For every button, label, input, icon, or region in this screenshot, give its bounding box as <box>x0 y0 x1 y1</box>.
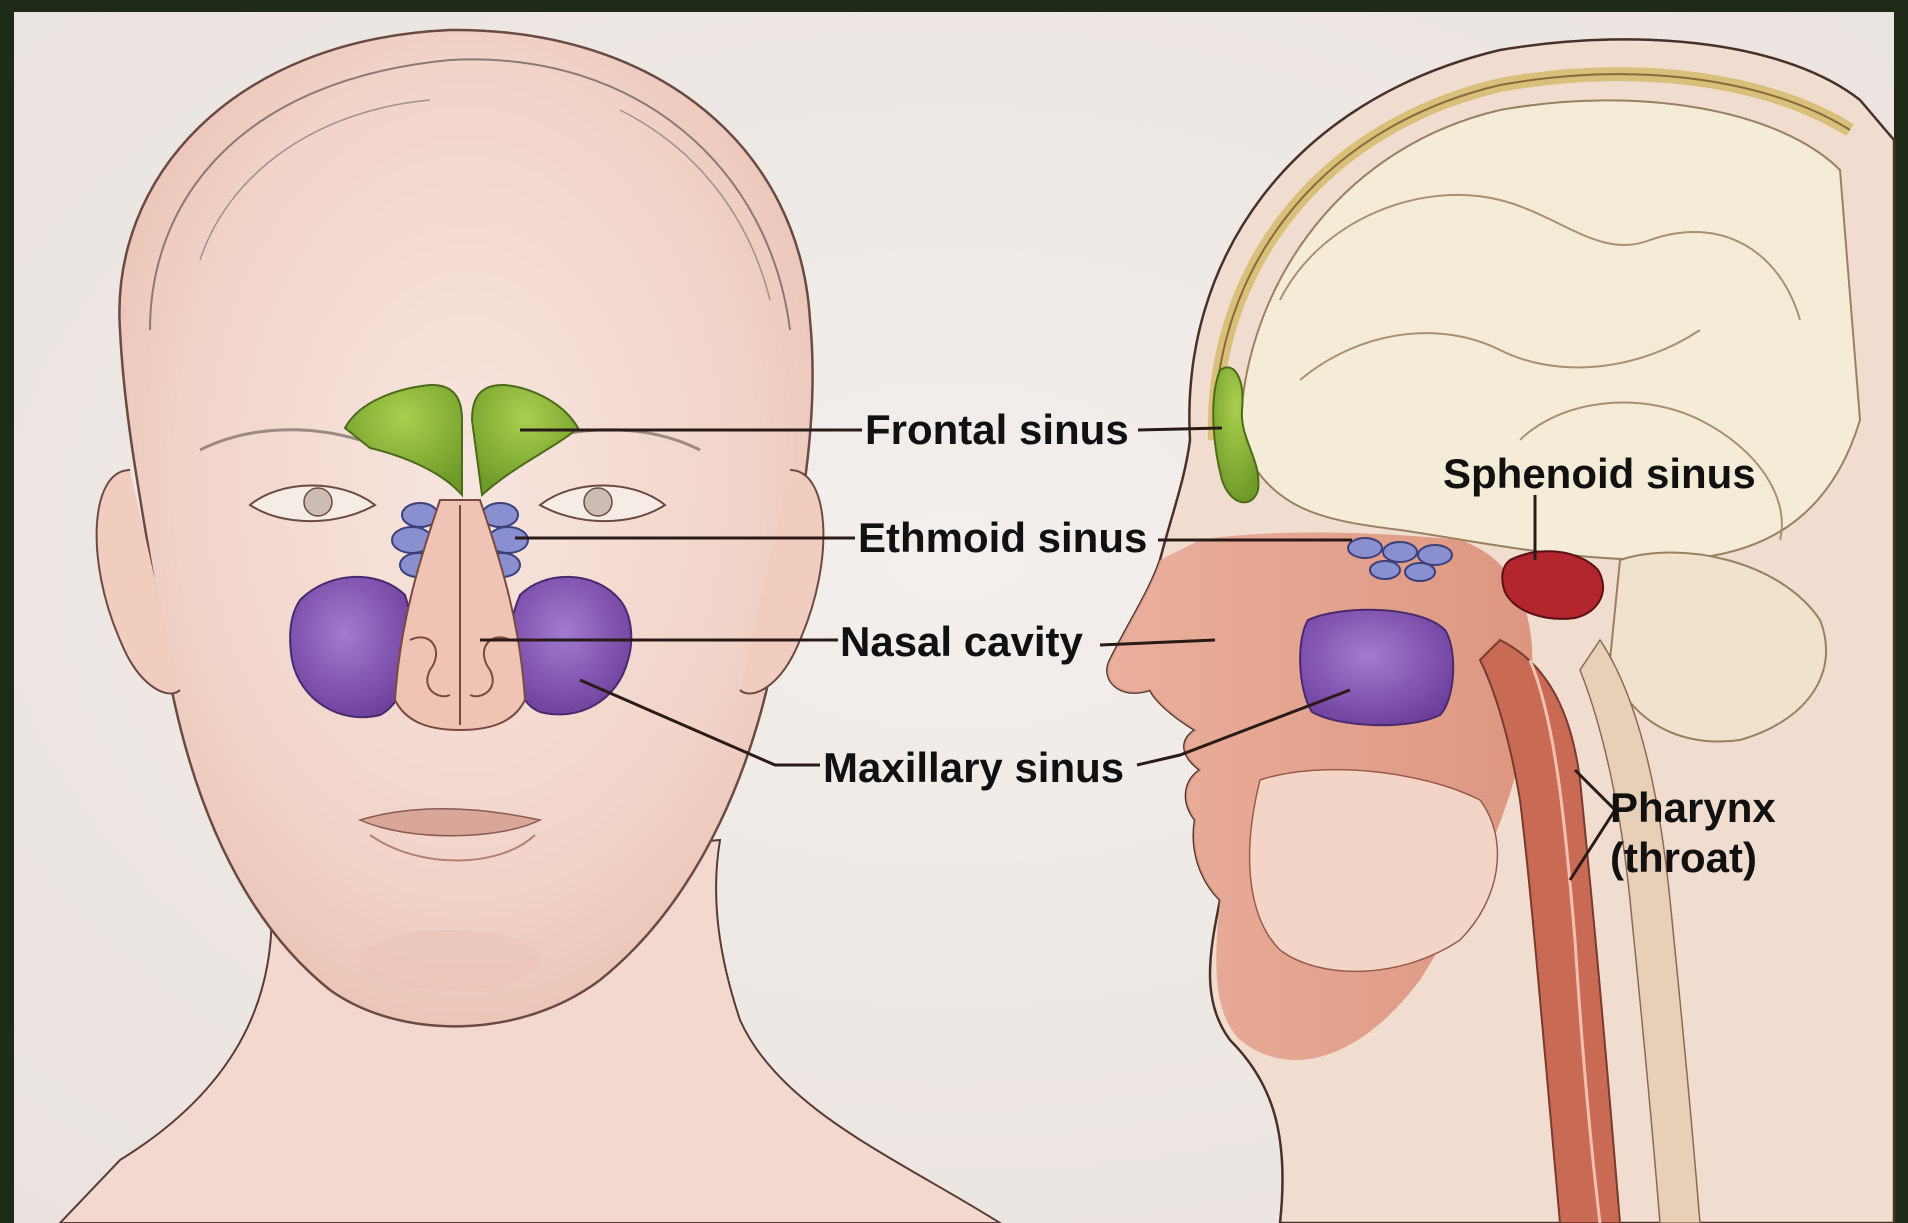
label-sphenoid-sinus: Sphenoid sinus <box>1443 450 1756 497</box>
label-nasal-cavity: Nasal cavity <box>840 618 1083 665</box>
label-frontal-sinus: Frontal sinus <box>865 406 1129 453</box>
maxillary-sinus-side <box>1300 610 1453 725</box>
frontal-leader-right <box>1138 428 1222 430</box>
label-throat: (throat) <box>1610 834 1757 881</box>
label-ethmoid-sinus: Ethmoid sinus <box>858 514 1147 561</box>
label-maxillary-sinus: Maxillary sinus <box>823 744 1124 791</box>
label-pharynx: Pharynx <box>1610 784 1776 831</box>
